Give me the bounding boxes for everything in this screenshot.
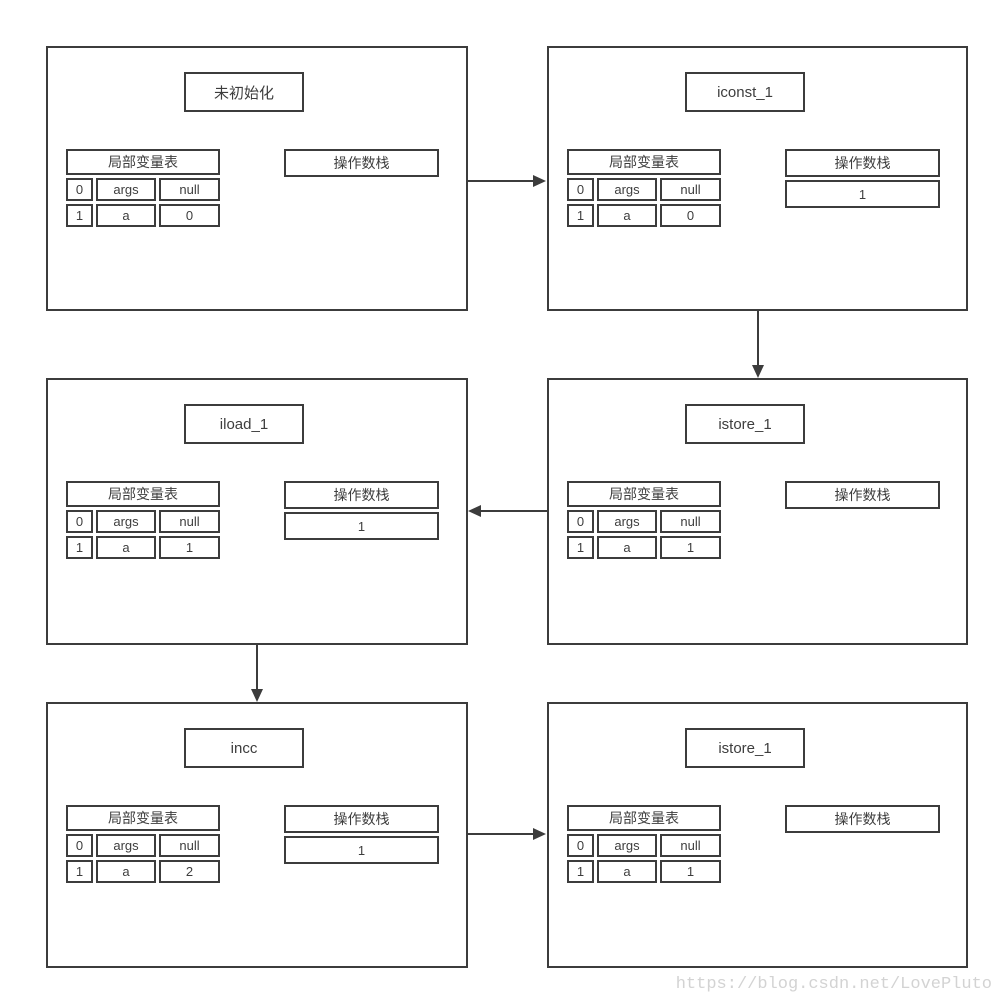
local-variable-table-header: 局部变量表 — [567, 481, 721, 507]
local-variable-table: 局部变量表 0 args null 1 a 1 — [567, 805, 721, 883]
state-panel-istore-1-final: istore_1 局部变量表 0 args null 1 a 1 操作数栈 — [547, 702, 968, 968]
instruction-title-box: incc — [184, 728, 304, 768]
local-variable-table: 局部变量表 0 args null 1 a 0 — [567, 149, 721, 227]
flow-arrow-1-line — [468, 180, 535, 182]
lv-cell-index: 1 — [567, 536, 594, 559]
flow-arrow-2-line — [757, 311, 759, 367]
state-panel-uninitialized: 未初始化 局部变量表 0 args null 1 a 0 操作数栈 — [46, 46, 468, 311]
instruction-title: incc — [230, 739, 258, 757]
lv-cell-value: null — [660, 834, 721, 857]
instruction-title: istore_1 — [718, 415, 772, 433]
operand-stack: 操作数栈 1 — [284, 805, 439, 864]
lv-cell-name: args — [597, 834, 657, 857]
local-variable-table-header: 局部变量表 — [567, 805, 721, 831]
state-panel-incc: incc 局部变量表 0 args null 1 a 2 操作数栈 1 — [46, 702, 468, 968]
lv-cell-name: args — [96, 834, 156, 857]
lv-cell-index: 1 — [567, 204, 594, 227]
operand-stack-header: 操作数栈 — [284, 149, 439, 177]
lv-cell-value: 1 — [660, 536, 721, 559]
local-variable-table-header: 局部变量表 — [66, 149, 220, 175]
lv-cell-value: null — [159, 178, 220, 201]
lv-cell-name: a — [96, 536, 156, 559]
lv-cell-name: a — [597, 536, 657, 559]
flow-arrow-1-head-right-icon — [533, 175, 546, 187]
lv-cell-name: args — [96, 510, 156, 533]
instruction-title-box: iload_1 — [184, 404, 304, 444]
local-variable-table: 局部变量表 0 args null 1 a 0 — [66, 149, 220, 227]
local-variable-table-header: 局部变量表 — [567, 149, 721, 175]
operand-stack: 操作数栈 — [284, 149, 439, 177]
lv-cell-name: a — [597, 204, 657, 227]
lv-cell-index: 0 — [567, 178, 594, 201]
lv-cell-index: 1 — [567, 860, 594, 883]
lv-cell-name: args — [597, 178, 657, 201]
lv-cell-index: 0 — [66, 510, 93, 533]
flow-arrow-3-head-left-icon — [468, 505, 481, 517]
watermark-url: https://blog.csdn.net/LovePluto — [675, 975, 992, 994]
lv-cell-index: 1 — [66, 860, 93, 883]
state-panel-iconst-1: iconst_1 局部变量表 0 args null 1 a 0 操作数栈 1 — [547, 46, 968, 311]
operand-stack-value: 1 — [284, 836, 439, 864]
lv-cell-value: 1 — [159, 536, 220, 559]
lv-cell-value: 0 — [660, 204, 721, 227]
local-variable-table: 局部变量表 0 args null 1 a 1 — [567, 481, 721, 559]
operand-stack-header: 操作数栈 — [284, 481, 439, 509]
state-panel-istore-1: istore_1 局部变量表 0 args null 1 a 1 操作数栈 — [547, 378, 968, 645]
lv-cell-index: 0 — [66, 178, 93, 201]
lv-cell-value: null — [660, 178, 721, 201]
lv-cell-index: 0 — [567, 834, 594, 857]
lv-cell-index: 1 — [66, 536, 93, 559]
lv-cell-name: a — [96, 860, 156, 883]
local-variable-table: 局部变量表 0 args null 1 a 1 — [66, 481, 220, 559]
lv-cell-name: args — [597, 510, 657, 533]
flow-arrow-5-head-right-icon — [533, 828, 546, 840]
lv-cell-value: null — [660, 510, 721, 533]
operand-stack: 操作数栈 1 — [284, 481, 439, 540]
operand-stack-header: 操作数栈 — [785, 805, 940, 833]
operand-stack-header: 操作数栈 — [785, 481, 940, 509]
instruction-title-box: 未初始化 — [184, 72, 304, 112]
lv-cell-value: null — [159, 834, 220, 857]
state-panel-iload-1: iload_1 局部变量表 0 args null 1 a 1 操作数栈 1 — [46, 378, 468, 645]
lv-cell-index: 1 — [66, 204, 93, 227]
lv-cell-value: null — [159, 510, 220, 533]
operand-stack-header: 操作数栈 — [785, 149, 940, 177]
flow-arrow-5-line — [468, 833, 535, 835]
operand-stack: 操作数栈 — [785, 481, 940, 509]
flow-arrow-4-head-down-icon — [251, 689, 263, 702]
lv-cell-index: 0 — [567, 510, 594, 533]
lv-cell-value: 1 — [660, 860, 721, 883]
lv-cell-index: 0 — [66, 834, 93, 857]
lv-cell-name: a — [597, 860, 657, 883]
local-variable-table-header: 局部变量表 — [66, 481, 220, 507]
instruction-title: iload_1 — [219, 415, 269, 433]
local-variable-table-header: 局部变量表 — [66, 805, 220, 831]
instruction-title: iconst_1 — [717, 83, 773, 101]
instruction-title-box: istore_1 — [685, 404, 805, 444]
flow-arrow-3-line — [480, 510, 547, 512]
operand-stack-value: 1 — [284, 512, 439, 540]
operand-stack: 操作数栈 — [785, 805, 940, 833]
flow-arrow-2-head-down-icon — [752, 365, 764, 378]
local-variable-table: 局部变量表 0 args null 1 a 2 — [66, 805, 220, 883]
operand-stack-header: 操作数栈 — [284, 805, 439, 833]
operand-stack: 操作数栈 1 — [785, 149, 940, 208]
lv-cell-value: 0 — [159, 204, 220, 227]
instruction-title-box: iconst_1 — [685, 72, 805, 112]
instruction-title-box: istore_1 — [685, 728, 805, 768]
lv-cell-value: 2 — [159, 860, 220, 883]
instruction-title: istore_1 — [718, 739, 772, 757]
instruction-title: 未初始化 — [213, 84, 274, 102]
flow-arrow-4-line — [256, 645, 258, 691]
lv-cell-name: a — [96, 204, 156, 227]
lv-cell-name: args — [96, 178, 156, 201]
operand-stack-value: 1 — [785, 180, 940, 208]
